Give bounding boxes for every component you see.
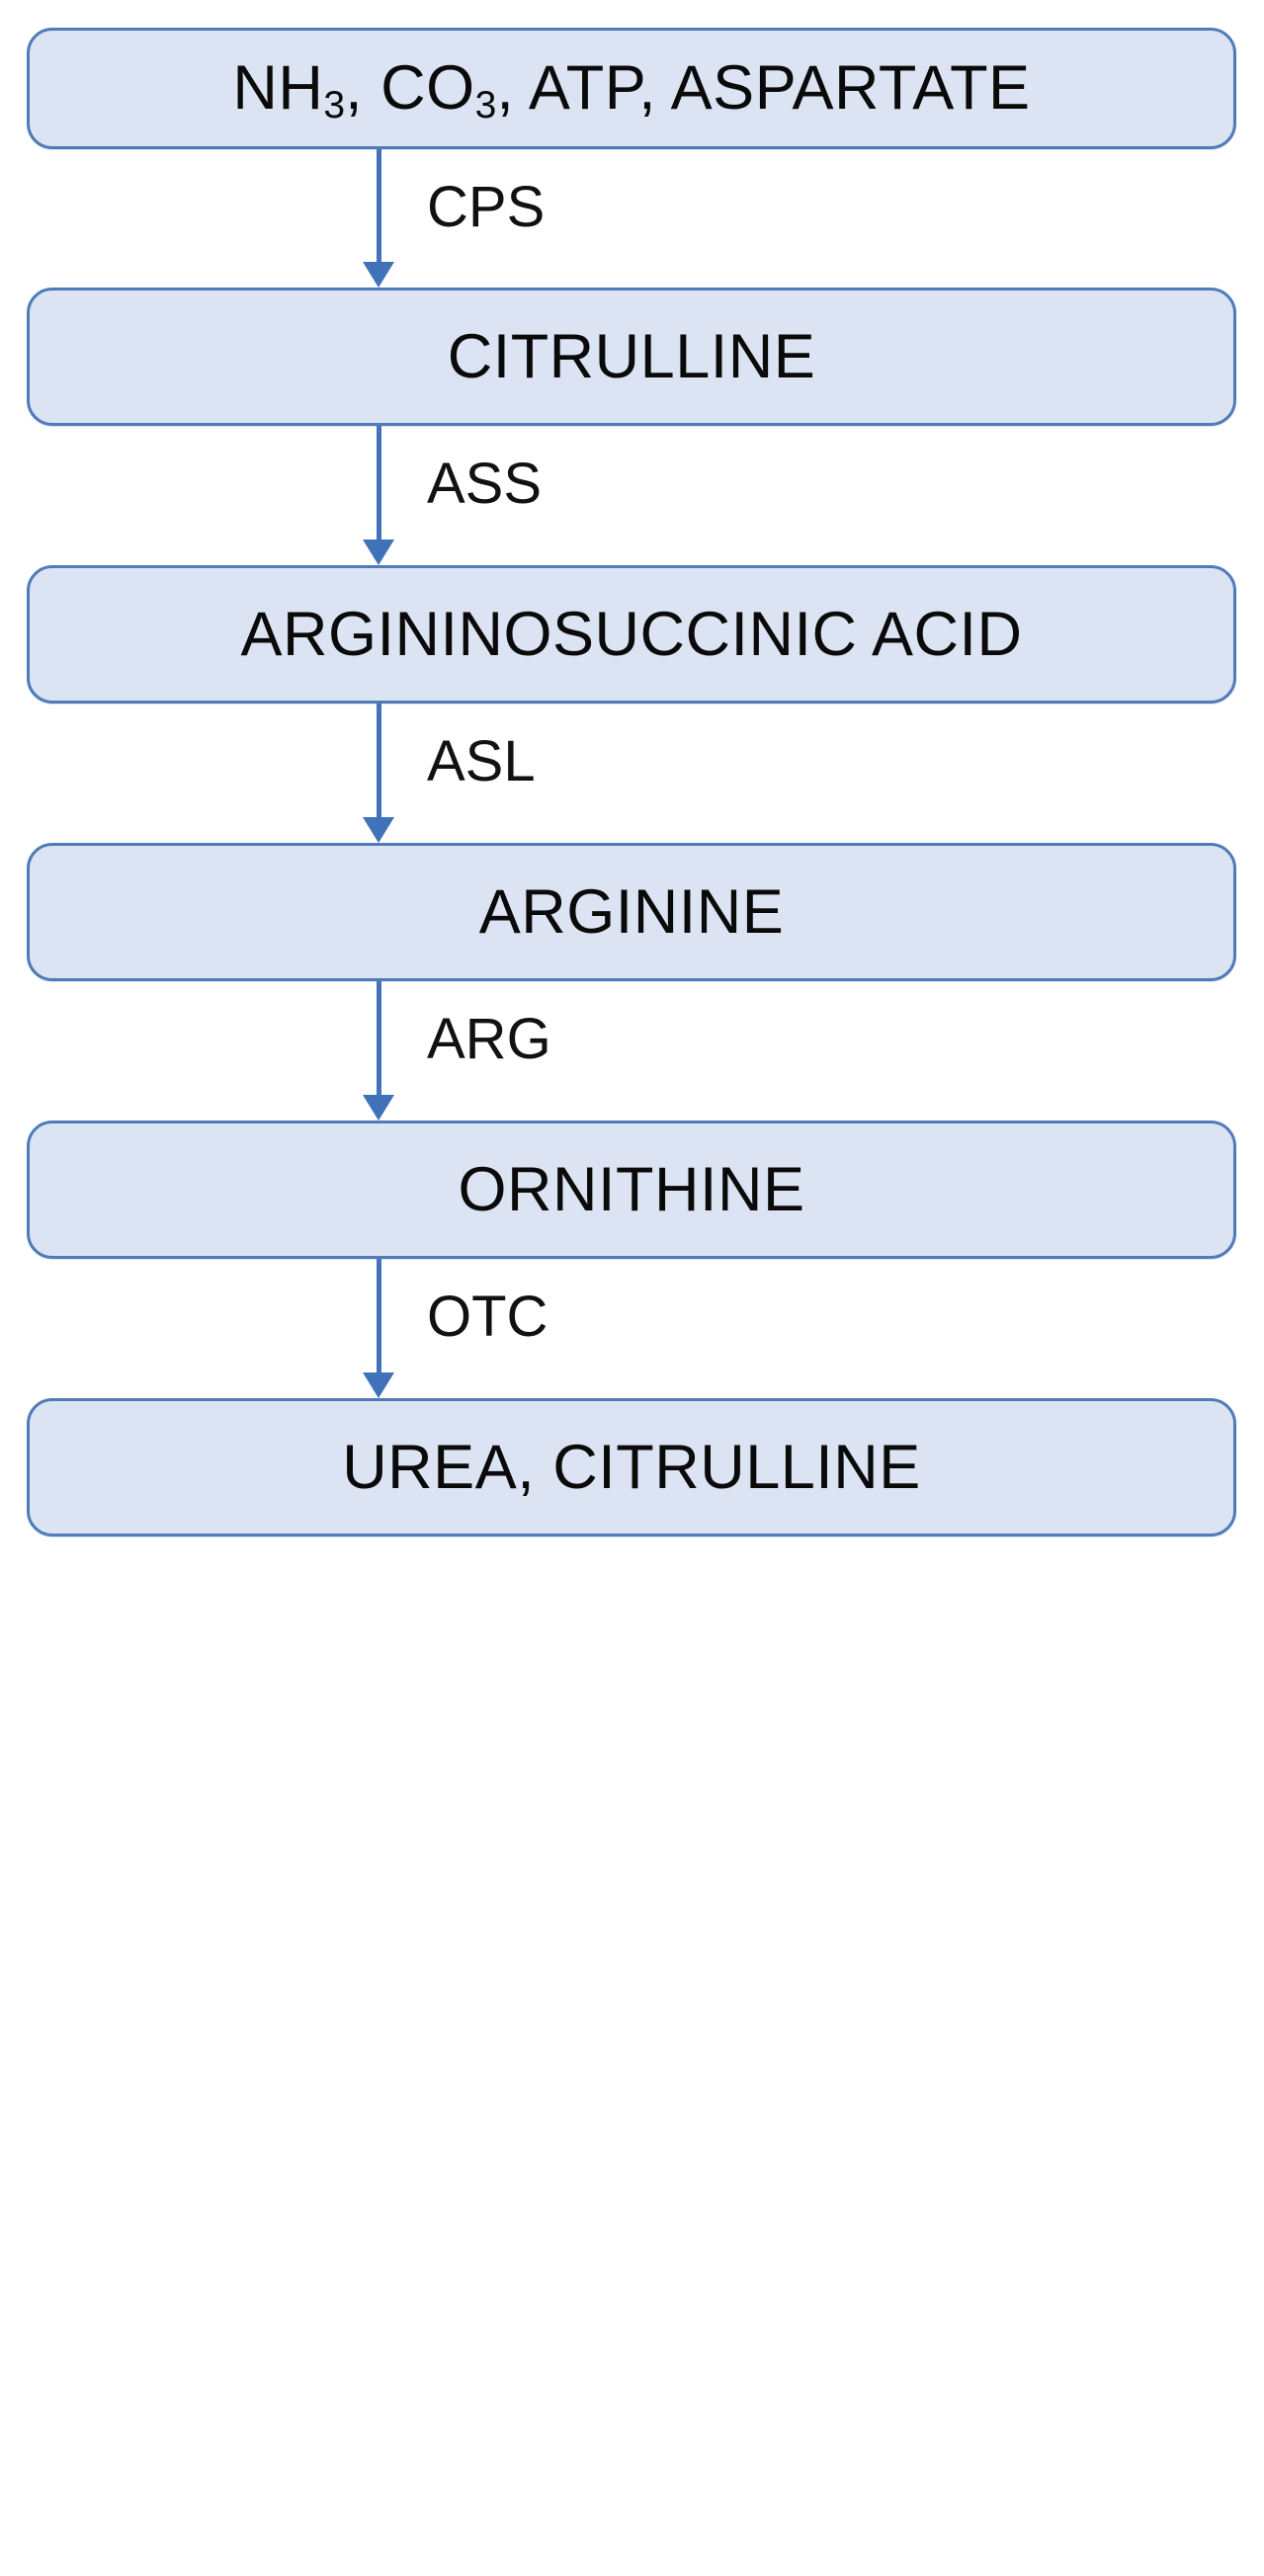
node-label: NH3, CO3, ATP, ASPARTATE — [232, 53, 1031, 126]
connector-ass: ASS — [0, 426, 1264, 565]
node-citrulline[interactable]: CITRULLINE — [27, 288, 1236, 426]
arrow-line — [377, 149, 381, 262]
connector-otc: OTC — [0, 1259, 1264, 1398]
node-label: CITRULLINE — [447, 321, 816, 391]
arrow-line — [377, 981, 381, 1095]
node-label: UREA, CITRULLINE — [342, 1432, 921, 1502]
node-label: ORNITHINE — [458, 1154, 805, 1224]
node-label: ARGININE — [478, 876, 785, 947]
arrow-head-icon — [363, 262, 394, 288]
arrow-line — [377, 1259, 381, 1372]
connector-label-asl: ASL — [427, 729, 536, 793]
node-label: ARGININOSUCCINIC ACID — [240, 599, 1023, 669]
connector-label-cps: CPS — [427, 175, 546, 239]
node-ornithine[interactable]: ORNITHINE — [27, 1121, 1236, 1259]
connector-label-ass: ASS — [427, 452, 543, 516]
arrow-line — [377, 704, 381, 817]
connector-arg: ARG — [0, 981, 1264, 1121]
node-urea-citrulline[interactable]: UREA, CITRULLINE — [27, 1398, 1236, 1537]
node-argininosuccinic-acid[interactable]: ARGININOSUCCINIC ACID — [27, 565, 1236, 704]
arrow-head-icon — [363, 1372, 394, 1398]
connector-label-arg: ARG — [427, 1007, 551, 1071]
node-substrates[interactable]: NH3, CO3, ATP, ASPARTATE — [27, 28, 1236, 149]
connector-asl: ASL — [0, 704, 1264, 843]
arrow-head-icon — [363, 1095, 394, 1121]
arrow-line — [377, 426, 381, 540]
arrow-head-icon — [363, 817, 394, 843]
arrow-head-icon — [363, 540, 394, 565]
connector-cps: CPS — [0, 149, 1264, 288]
connector-label-otc: OTC — [427, 1285, 548, 1349]
node-arginine[interactable]: ARGININE — [27, 843, 1236, 981]
